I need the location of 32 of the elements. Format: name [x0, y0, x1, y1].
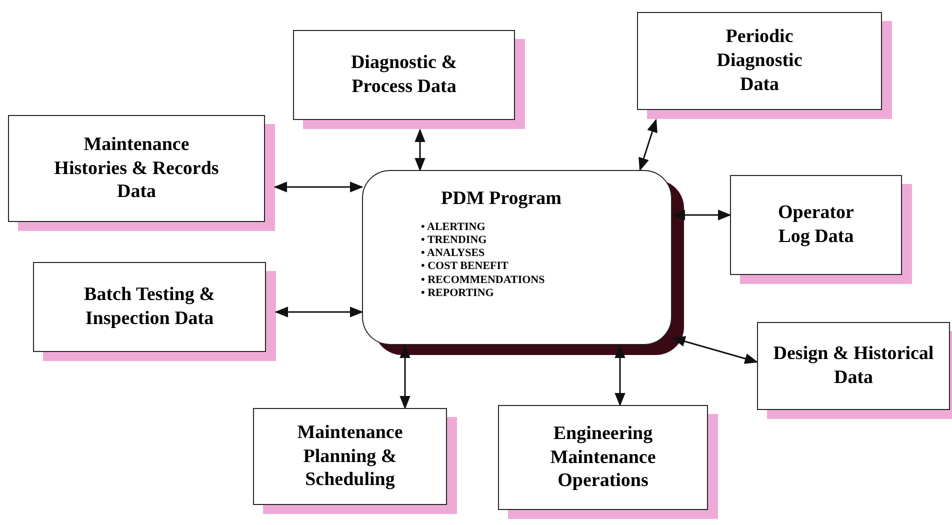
- double-arrow: [638, 118, 658, 172]
- double-arrow: [414, 128, 426, 172]
- program-box: [362, 170, 672, 345]
- bullet-item: • COST BENEFIT: [421, 260, 508, 274]
- bullet-item: • RECOMMENDATIONS: [421, 274, 545, 287]
- data-box: [757, 322, 950, 410]
- box-label: PDM Program: [441, 187, 562, 211]
- box-label: Design & Historical Data: [772, 342, 935, 390]
- box-label: Maintenance Planning & Scheduling: [296, 420, 404, 492]
- double-arrow: [614, 344, 626, 406]
- data-box: [293, 30, 515, 120]
- data-box: [253, 408, 447, 505]
- box-label: Maintenance Histories & Records Data: [53, 132, 220, 204]
- box-label: Engineering Maintenance Operations: [549, 422, 657, 494]
- box-label: Batch Testing & Inspection Data: [83, 283, 216, 331]
- double-arrow: [274, 306, 364, 318]
- bullet-item: • REPORTING: [421, 286, 494, 300]
- data-box: [8, 115, 265, 222]
- double-arrow: [672, 210, 732, 220]
- box-label: Diagnostic & Process Data: [350, 51, 458, 99]
- double-arrow: [672, 336, 758, 364]
- data-box: [33, 262, 266, 352]
- bullet-item: • TRENDING: [421, 234, 487, 248]
- double-arrow: [274, 182, 364, 192]
- box-label: Operator Log Data: [777, 201, 855, 249]
- double-arrow: [400, 344, 410, 410]
- data-box: [637, 12, 882, 110]
- data-box: [498, 405, 708, 510]
- data-box: [730, 175, 902, 275]
- bullet-item: • ANALYSES: [421, 247, 485, 260]
- bullet-item: • ALERTING: [421, 220, 486, 234]
- box-label: Periodic Diagnostic Data: [716, 25, 804, 97]
